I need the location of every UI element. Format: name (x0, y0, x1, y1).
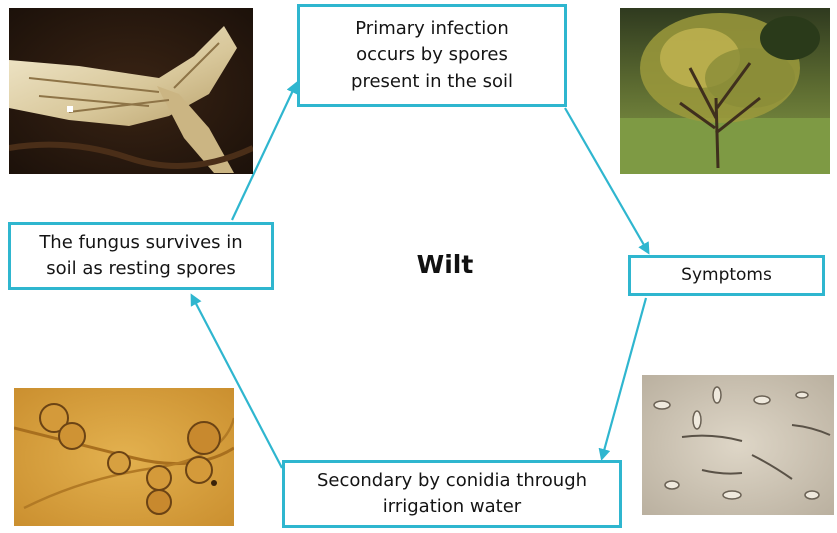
wilted-plant-photo (620, 8, 830, 174)
node-secondary-infection: Secondary by conidia through irrigation … (282, 460, 622, 528)
node-secondary-infection-text: Secondary by conidia through irrigation … (317, 468, 587, 520)
node-symptoms: Symptoms (628, 255, 825, 296)
node-symptoms-text: Symptoms (681, 263, 772, 288)
node-primary-infection-text: Primary infection occurs by spores prese… (351, 16, 513, 94)
node-fungus-survival: The fungus survives in soil as resting s… (8, 222, 274, 290)
center-title: Wilt (385, 250, 505, 279)
conidia-micrograph (642, 375, 834, 515)
arrow-symptoms-to-secondary (602, 298, 646, 458)
node-fungus-survival-text: The fungus survives in soil as resting s… (39, 230, 242, 282)
resting-spores-micrograph (14, 388, 234, 526)
node-primary-infection: Primary infection occurs by spores prese… (297, 4, 567, 107)
infected-root-photo (9, 8, 253, 174)
